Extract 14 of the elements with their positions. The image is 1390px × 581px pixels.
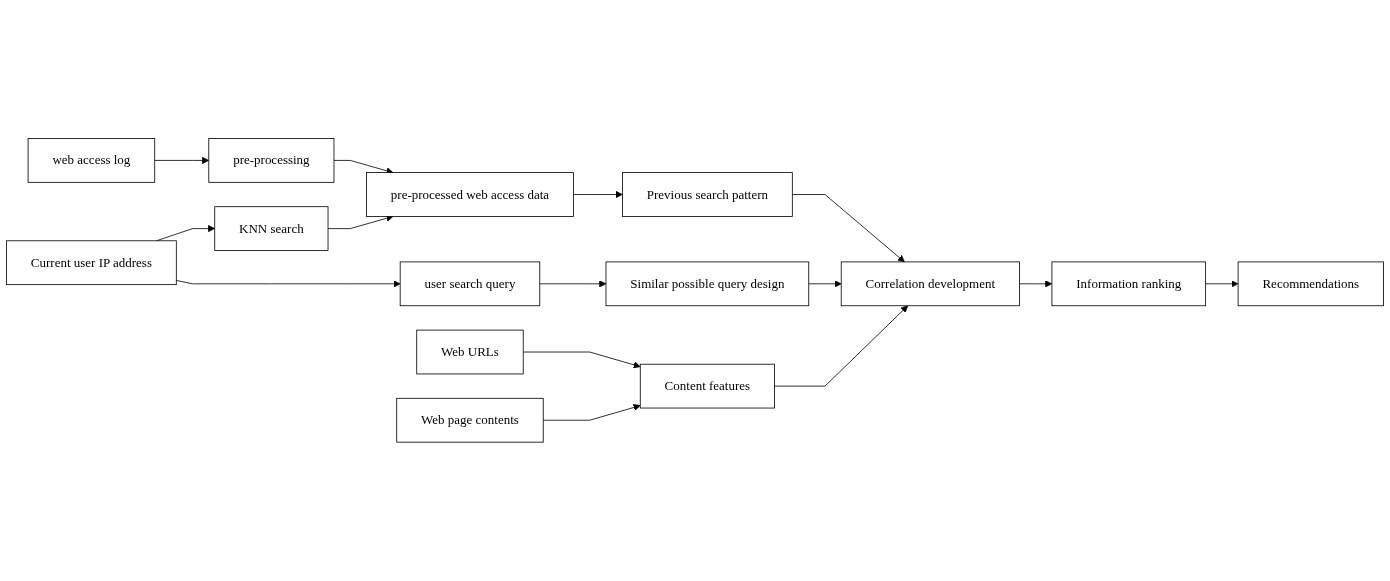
node-box: Web URLs [416,329,524,375]
node-box: Recommendations [1237,261,1384,307]
node-box: Information ranking [1051,261,1207,307]
node-box: Previous search pattern [622,172,793,217]
node-box: user search query [399,261,541,307]
node-box: Web page contents [396,398,544,443]
node-box: pre-processing [208,138,335,183]
node-box: KNN search [214,206,329,252]
node-box: Similar possible query design [605,261,810,307]
node-box: Correlation development [840,261,1020,307]
node-box: pre-processed web access data [366,172,574,217]
node-box: web access log [27,138,156,183]
node-box: Current user IP address [6,240,177,286]
node-box: Content features [639,363,775,409]
